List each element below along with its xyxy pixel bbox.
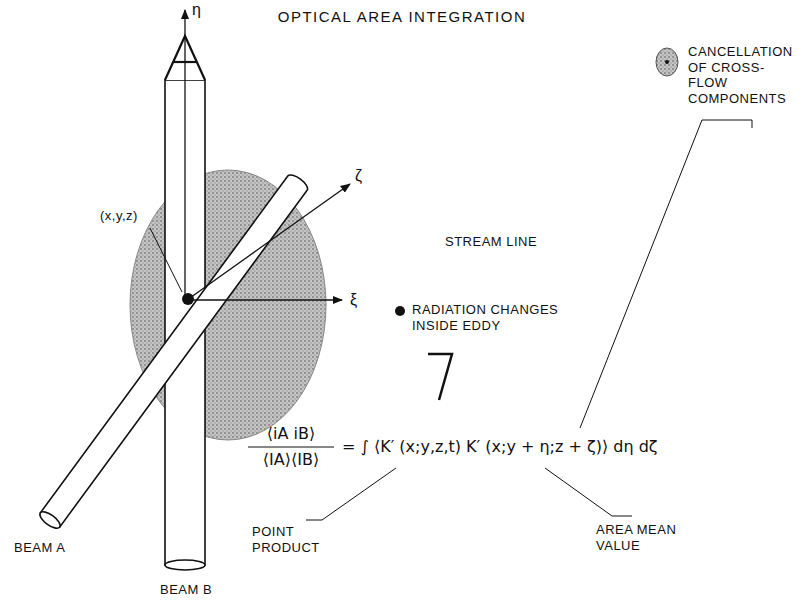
leader-line [150, 228, 182, 292]
leader-line [306, 468, 396, 520]
point-dot [182, 293, 194, 305]
eddy-icon-dot [665, 60, 669, 64]
eddy-region [130, 170, 326, 440]
axis-label: ξ [350, 290, 358, 309]
diagram-title: OPTICAL AREA INTEGRATION [278, 8, 527, 26]
equation-body: = ∫ ⟨K′ (x;y,z,t) K′ (x;y + η;z + ζ)⟩ dη… [342, 437, 658, 456]
leader-mark [428, 354, 452, 400]
axis-label: η [192, 0, 201, 19]
bullet-dot [395, 306, 405, 316]
callout-label: POINT PRODUCT [252, 524, 362, 555]
callout-label: AREA MEAN VALUE [596, 522, 706, 553]
equation-denominator: ⟨IA⟩⟨IB⟩ [263, 450, 319, 469]
leader-line [580, 120, 702, 428]
point-label: (x,y,z) [100, 208, 138, 224]
note-label: RADIATION CHANGES INSIDE EDDY [412, 302, 577, 333]
eddy-icon [656, 48, 678, 76]
note-label: CANCELLATION OF CROSS-FLOW COMPONENTS [688, 44, 800, 106]
beam-label: BEAM A [14, 540, 65, 556]
xi-axis [187, 299, 342, 300]
equation-numerator: ⟨iA iB⟩ [267, 424, 315, 443]
fraction-bar [248, 446, 334, 447]
leader-line [702, 120, 752, 128]
axis-label: ζ [355, 166, 363, 185]
eta-axis [184, 10, 185, 300]
leader-line [545, 468, 632, 516]
beam-label: BEAM B [160, 582, 212, 598]
beam-a-cylinder [37, 172, 310, 531]
zeta-axis [187, 184, 350, 300]
note-label: STREAM LINE [445, 234, 537, 250]
